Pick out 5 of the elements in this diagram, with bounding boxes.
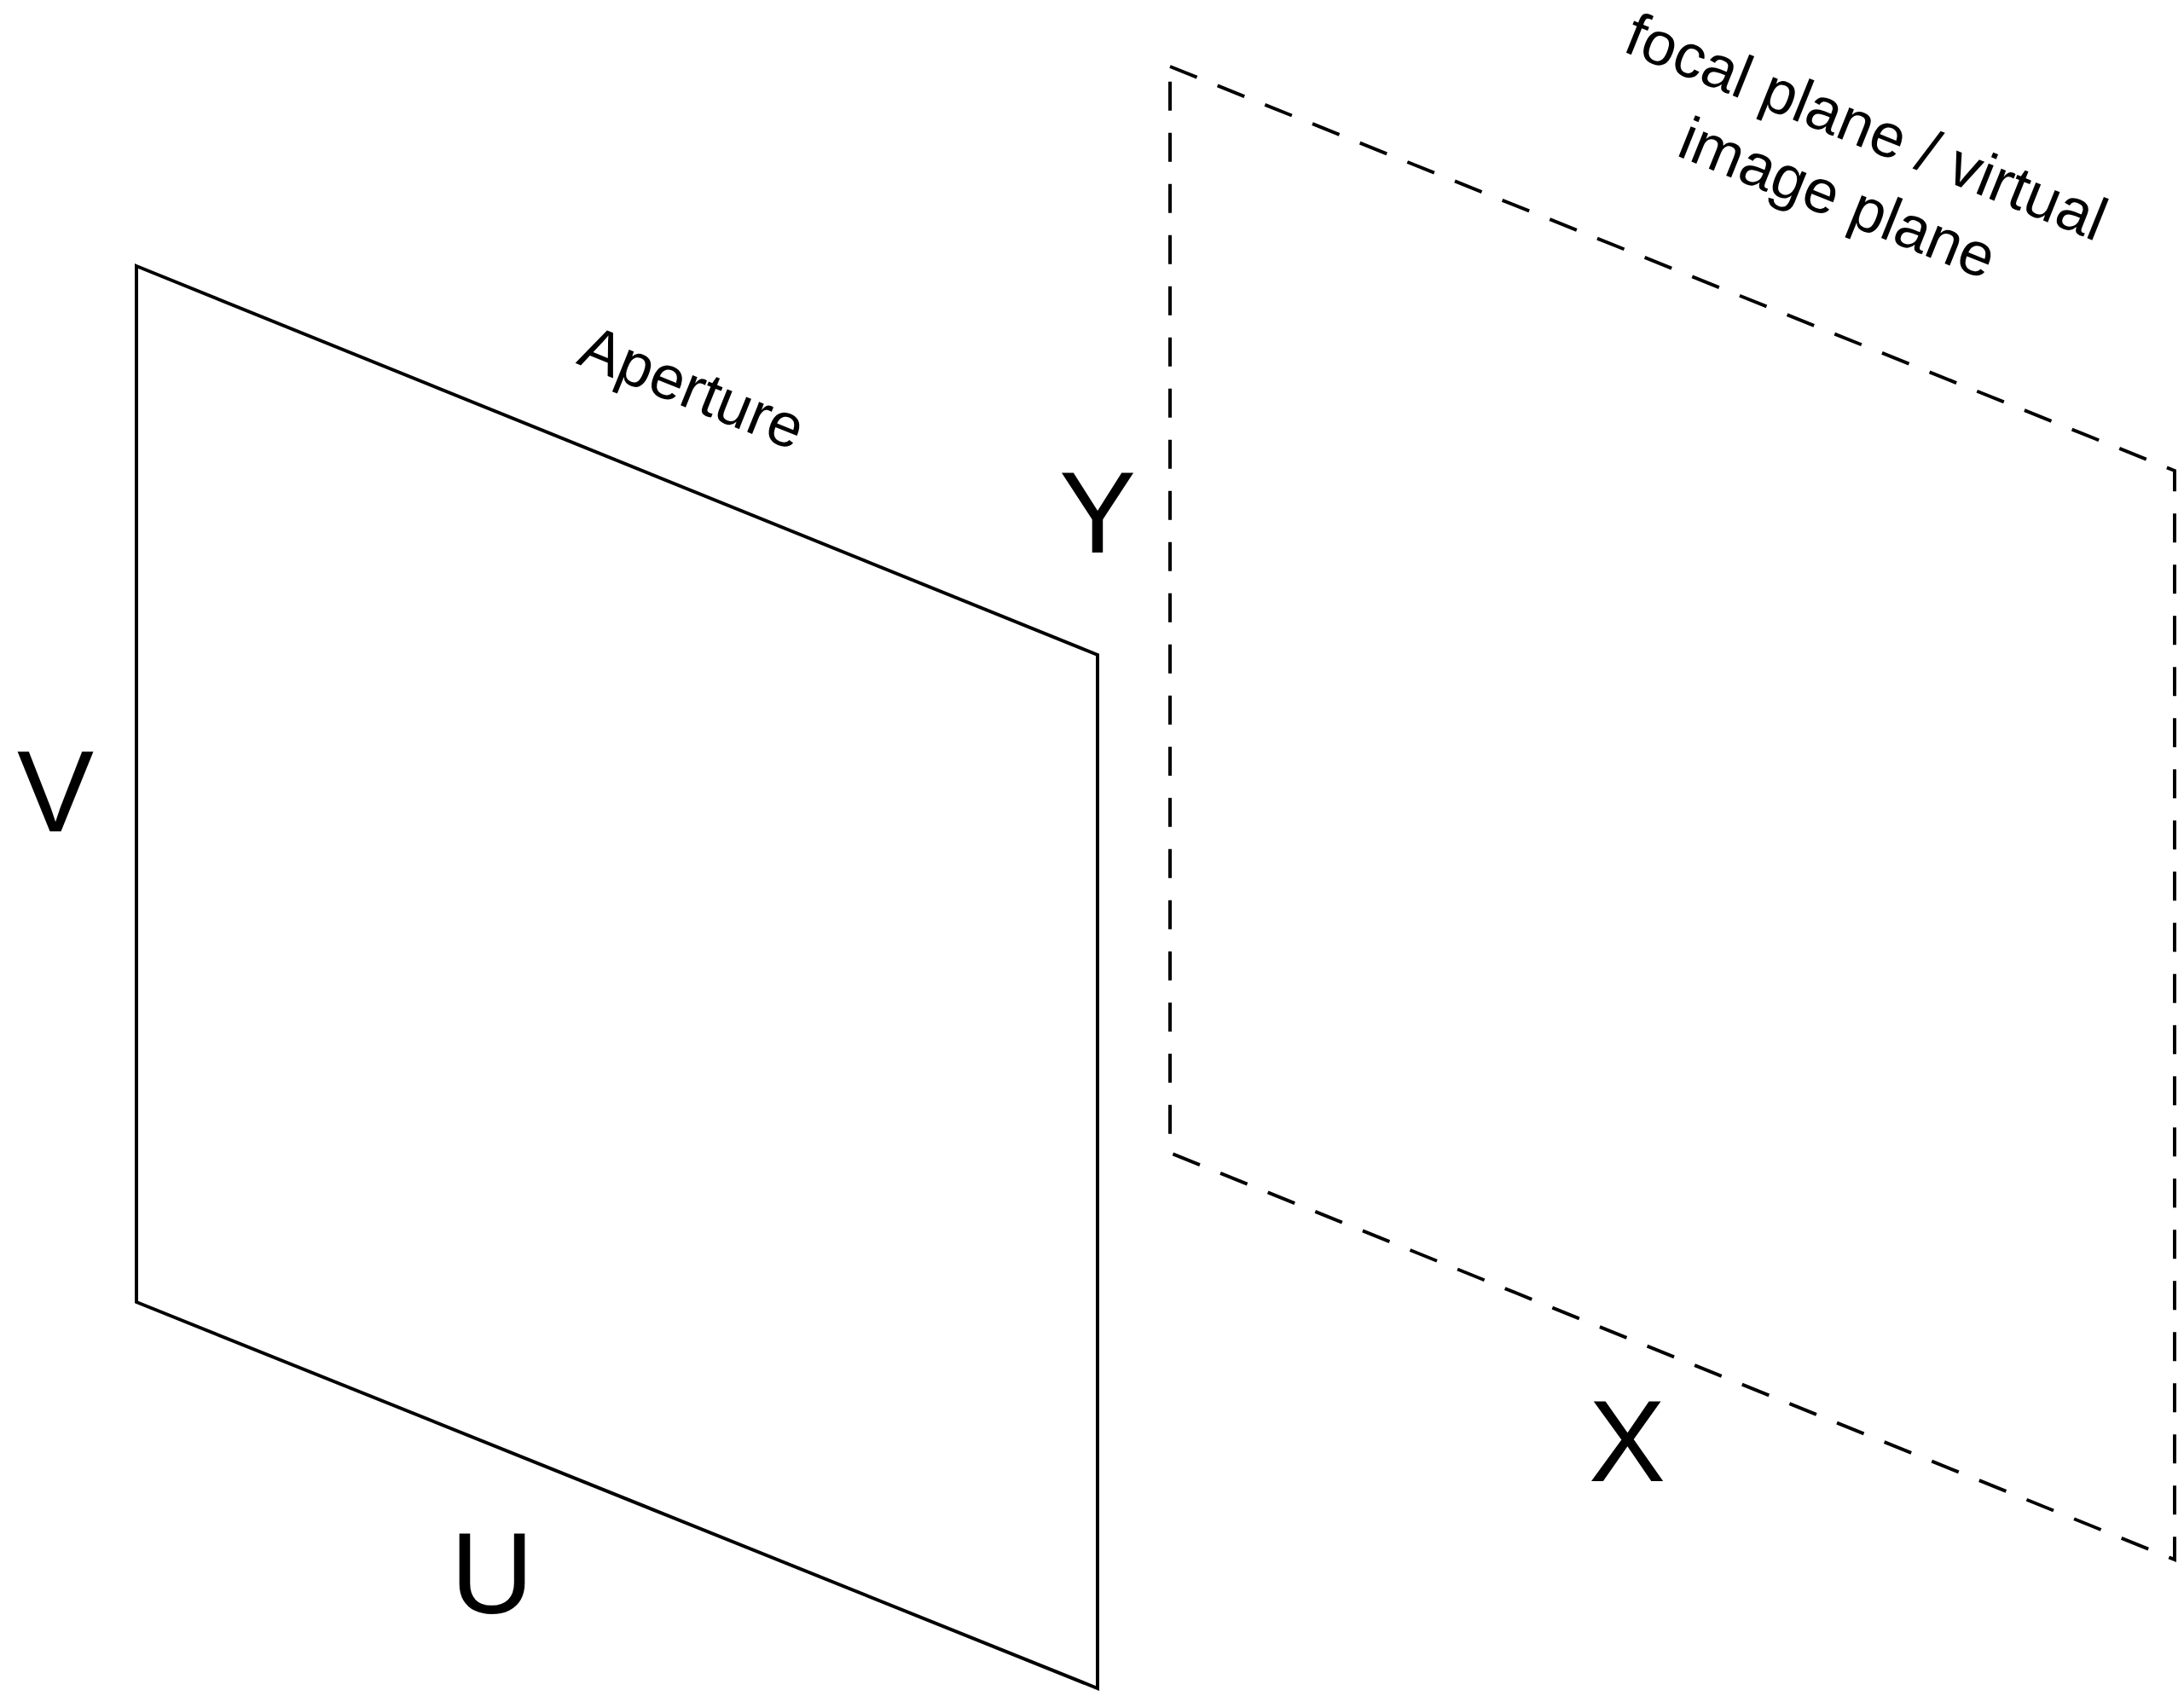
plane-label: focal plane / virtual image plane — [1615, 0, 2118, 293]
axis-label: V — [17, 733, 94, 849]
axis-label: Y — [1059, 454, 1136, 570]
axis-label: X — [1589, 1383, 1666, 1499]
axis-label: U — [450, 1515, 534, 1631]
